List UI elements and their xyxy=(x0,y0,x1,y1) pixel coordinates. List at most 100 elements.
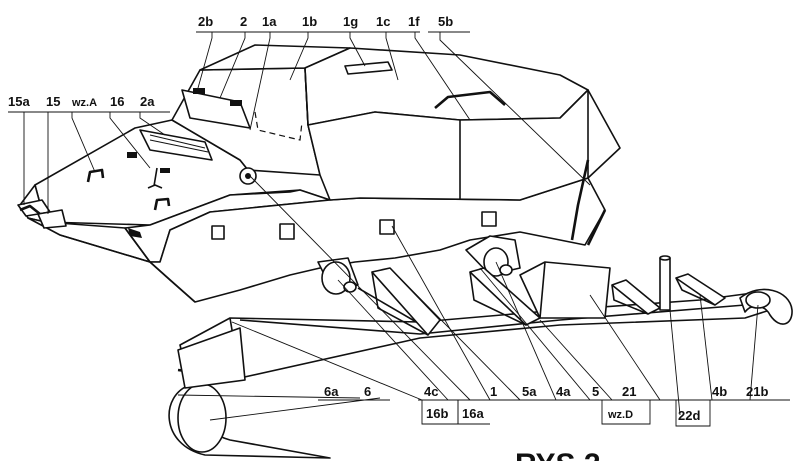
axle-5a xyxy=(499,264,513,276)
leader-4c xyxy=(231,321,423,401)
leader-5a xyxy=(389,267,521,401)
post-22d xyxy=(659,257,671,311)
hidden-panel-outline xyxy=(254,111,303,141)
label-2b: 2b xyxy=(198,14,213,29)
label-21: 21 xyxy=(622,384,636,399)
bogie-rear xyxy=(675,273,726,306)
leader-16 xyxy=(109,112,151,169)
vision-block-2b-left xyxy=(193,88,205,94)
superstructure-roof-1c xyxy=(304,47,589,126)
label-6: 6 xyxy=(364,384,371,399)
label-16b: 16b xyxy=(426,406,448,421)
bogie-1-edge xyxy=(371,271,429,336)
label-16: 16 xyxy=(110,94,124,109)
label-2a: 2a xyxy=(140,94,155,109)
label-16a: 16a xyxy=(462,406,484,421)
label-22d: 22d xyxy=(678,408,700,423)
leader-lines xyxy=(23,32,759,421)
box-21-front xyxy=(519,261,611,319)
figure-caption: RYS.2 xyxy=(515,448,601,461)
label-5a: 5a xyxy=(522,384,537,399)
leader-6a xyxy=(177,394,361,399)
vision-block-2b-right xyxy=(230,100,242,106)
nose-slit xyxy=(128,228,142,238)
label-4b: 4b xyxy=(712,384,727,399)
label-4a: 4a xyxy=(556,384,571,399)
labels-bottom: 6a 6 4c 16b 16a 1 5a 4a 5 wz.D 21 22d 4b… xyxy=(324,384,768,423)
firing-port-1 xyxy=(211,225,225,240)
leader-1a xyxy=(249,32,271,131)
label-4c: 4c xyxy=(424,384,438,399)
label-5: 5 xyxy=(592,384,599,399)
hatch-stripe-2 xyxy=(149,139,209,153)
hatch-latch-right xyxy=(160,168,170,173)
leader-1g xyxy=(349,32,366,67)
hatch-latch-left xyxy=(127,152,137,158)
label-1c: 1c xyxy=(376,14,390,29)
leader-1 xyxy=(391,225,491,401)
tow-hook-detail xyxy=(19,204,41,216)
label-1: 1 xyxy=(490,384,497,399)
leader-21 xyxy=(589,294,661,401)
rear-edge-lower xyxy=(586,209,607,246)
label-21b: 21b xyxy=(746,384,768,399)
rear-edge-5b xyxy=(570,159,590,241)
leader-1f xyxy=(414,32,471,121)
label-6a: 6a xyxy=(324,384,339,399)
label-wzD: wz.D xyxy=(607,409,633,421)
roof-hatch-1g xyxy=(344,61,393,75)
label-5b: 5b xyxy=(438,14,453,29)
firing-port-3 xyxy=(379,219,395,235)
leader-6 xyxy=(209,397,381,421)
periscope-16 xyxy=(153,167,158,187)
bogie-4b-edge xyxy=(611,284,649,315)
periscope-base xyxy=(147,184,163,189)
leader-wzD xyxy=(539,319,613,401)
label-1g: 1g xyxy=(343,14,358,29)
leader-wzA xyxy=(71,112,96,173)
label-1f: 1f xyxy=(408,14,420,29)
leader-21b xyxy=(749,304,759,401)
drive-wheel-hub-6a xyxy=(177,383,227,453)
hatch-stripe-1 xyxy=(149,134,206,149)
front-fender xyxy=(177,327,246,389)
rear-raised-plate xyxy=(434,90,506,109)
leader-2 xyxy=(219,32,246,99)
post-22d-cap xyxy=(659,255,671,261)
leader-1b xyxy=(289,32,309,81)
leader-1c xyxy=(385,32,399,81)
leader-22d xyxy=(669,309,681,416)
roof-edge-line xyxy=(304,67,309,126)
bogie-rear-edge xyxy=(675,277,716,306)
label-15: 15 xyxy=(46,94,60,109)
label-rules xyxy=(8,31,790,427)
firing-port-2 xyxy=(279,223,295,240)
label-1b: 1b xyxy=(302,14,317,29)
deck-port-center xyxy=(245,173,251,179)
leader-16b xyxy=(337,279,449,401)
labels-left: 15a 15 wz.A 16 2a xyxy=(8,94,155,109)
label-wzA: wz.A xyxy=(71,97,97,109)
label-1a: 1a xyxy=(262,14,277,29)
firing-port-4 xyxy=(481,211,497,227)
leader-5b xyxy=(439,32,591,186)
tow-hook-15 xyxy=(37,209,67,229)
hull-side-wall xyxy=(149,177,606,303)
leader-16a xyxy=(249,175,471,401)
box-21-edge xyxy=(539,261,546,319)
track-belt-upper xyxy=(179,291,771,386)
hull-body xyxy=(17,44,621,303)
superstructure-rear-1f xyxy=(307,89,621,201)
deck-handle-right xyxy=(153,197,171,211)
bogie-4a-edge xyxy=(469,271,527,326)
deck-handle-left xyxy=(86,168,105,183)
leader-4b xyxy=(699,294,713,401)
axle-16a xyxy=(343,281,357,293)
leader-5 xyxy=(479,267,591,401)
windshield-edge xyxy=(181,89,191,119)
bogie-1 xyxy=(371,267,441,336)
label-2: 2 xyxy=(240,14,247,29)
leader-4a xyxy=(495,261,557,401)
